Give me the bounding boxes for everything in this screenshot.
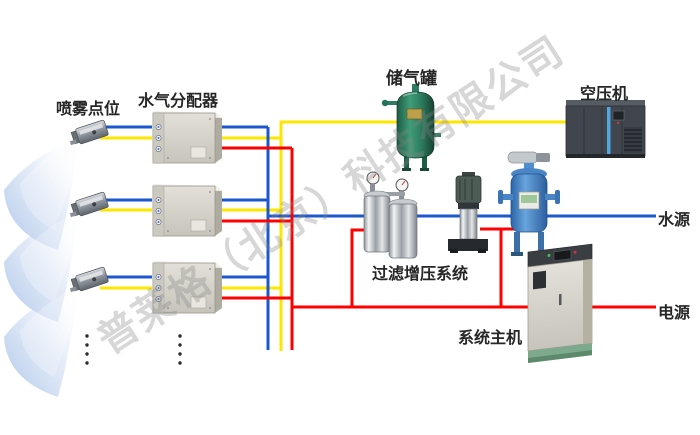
label-distributor: 水气分配器	[138, 93, 219, 110]
label-water-source: 水源	[658, 212, 691, 229]
water-filter-icon	[498, 151, 560, 256]
filter-unit-icon	[363, 171, 418, 259]
water-line	[103, 125, 656, 350]
pump-icon	[448, 172, 488, 253]
main-cabinet-icon	[527, 243, 593, 363]
label-filter-system: 过滤增压系统	[372, 266, 469, 283]
spray-cones	[4, 140, 78, 397]
label-compressor: 空压机	[580, 86, 629, 103]
label-air-tank: 储气罐	[386, 69, 437, 88]
power-line	[214, 146, 656, 350]
compressor-icon	[565, 100, 646, 158]
label-power-source: 电源	[658, 305, 691, 322]
label-main-unit: 系统主机	[458, 330, 523, 347]
air-line	[100, 120, 568, 351]
label-spray-point: 喷雾点位	[56, 101, 121, 118]
ellipsis-dots	[85, 334, 182, 365]
air-tank-icon	[381, 84, 441, 171]
distributor-box-icon	[152, 110, 223, 314]
